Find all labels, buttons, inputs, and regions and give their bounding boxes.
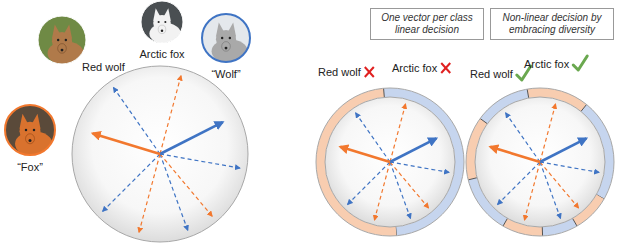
diversity-vector — [540, 162, 560, 218]
animal-nose — [29, 139, 32, 142]
animal-snout — [222, 42, 231, 52]
class-vector — [490, 147, 540, 162]
diversity-vector — [139, 154, 160, 232]
animal-snout — [26, 134, 35, 144]
embedding-circle — [72, 66, 248, 242]
animal-eye — [164, 21, 166, 23]
animal-label: “Fox” — [17, 161, 43, 173]
animal-label: Red wolf — [470, 68, 513, 80]
animal-nose — [61, 49, 64, 52]
animal-eye — [229, 37, 231, 39]
class-vector — [540, 138, 586, 162]
caption-text: One vector per class linear decision — [375, 12, 479, 36]
animal-nose — [161, 30, 164, 33]
diversity-vector — [390, 162, 428, 208]
ring-divider — [383, 88, 385, 97]
label-holder: Arctic fox — [524, 54, 569, 72]
photo-border — [141, 1, 183, 43]
animal-photo — [202, 14, 250, 63]
correct-mark — [573, 56, 587, 70]
caption-box: Non-linear decision by embracing diversi… — [490, 8, 614, 40]
class-vector — [340, 147, 390, 162]
label-holder: Arctic fox — [139, 44, 184, 62]
ring-outline — [466, 88, 614, 236]
diversity-vector — [348, 162, 390, 204]
wrong-mark — [441, 63, 450, 73]
animal-photo — [141, 1, 183, 44]
label-holder: Red wolf — [318, 62, 361, 80]
ring-divider — [542, 227, 543, 236]
diversity-vector — [506, 113, 540, 162]
ring-divider — [480, 119, 487, 124]
label-holder: “Fox” — [17, 157, 43, 175]
diversity-vector — [525, 162, 540, 220]
animal-nose — [225, 47, 228, 50]
animal-photo — [5, 105, 55, 156]
wrong-mark — [365, 67, 374, 77]
diversity-vector — [540, 162, 599, 172]
diversity-vector — [540, 162, 578, 208]
label-holder: “Wolf” — [211, 64, 240, 82]
animal-eye — [221, 37, 223, 39]
animal-label: Red wolf — [82, 61, 125, 73]
ring-divider — [581, 104, 587, 111]
diversity-vector — [160, 154, 212, 216]
label-holder: Arctic fox — [392, 58, 437, 76]
animal-label: Arctic fox — [139, 48, 184, 60]
label-holder: Red wolf — [470, 64, 513, 82]
ring-divider — [503, 218, 508, 226]
animal-eye — [65, 39, 67, 41]
diversity-vector — [375, 162, 390, 220]
animal-eye — [57, 39, 59, 41]
animal-snout — [158, 25, 166, 33]
animal-eye — [33, 129, 36, 132]
photo-border — [202, 14, 250, 62]
animal-photo — [38, 16, 86, 65]
embedding-circle — [475, 97, 605, 227]
class-vector — [93, 133, 160, 154]
diversity-vector — [356, 113, 390, 162]
animal-label: Arctic fox — [392, 62, 437, 74]
animal-label: “Wolf” — [211, 68, 240, 80]
wrong-mark — [441, 63, 450, 73]
caption-text: Non-linear decision by embracing diversi… — [495, 12, 609, 36]
diversity-vector — [114, 88, 160, 154]
animal-label: Red wolf — [318, 66, 361, 78]
diversity-vector — [390, 162, 449, 172]
embedding-circle — [325, 97, 455, 227]
diversity-vector — [390, 162, 410, 218]
diversity-vector — [160, 76, 181, 154]
diversity-vector — [160, 154, 188, 230]
animal-label: Arctic fox — [524, 58, 569, 70]
ring-divider — [527, 89, 529, 98]
caption-box: One vector per class linear decision — [370, 8, 484, 40]
animal-eye — [25, 129, 28, 132]
wrong-mark — [365, 67, 374, 77]
class-vector — [160, 122, 223, 154]
diversity-vector — [103, 154, 160, 211]
ring-divider — [573, 218, 578, 226]
diversity-vector — [540, 104, 555, 162]
label-holder: Red wolf — [82, 57, 125, 75]
animal-eye — [158, 21, 160, 23]
ring-divider — [468, 178, 477, 180]
class-vector — [390, 138, 436, 162]
diversity-vector — [498, 162, 540, 204]
diversity-vector — [160, 154, 240, 168]
photo-border — [38, 16, 86, 64]
diversity-vector — [390, 104, 405, 162]
photo-border — [5, 105, 55, 155]
animal-snout — [58, 44, 67, 54]
ring-outline — [316, 88, 464, 236]
